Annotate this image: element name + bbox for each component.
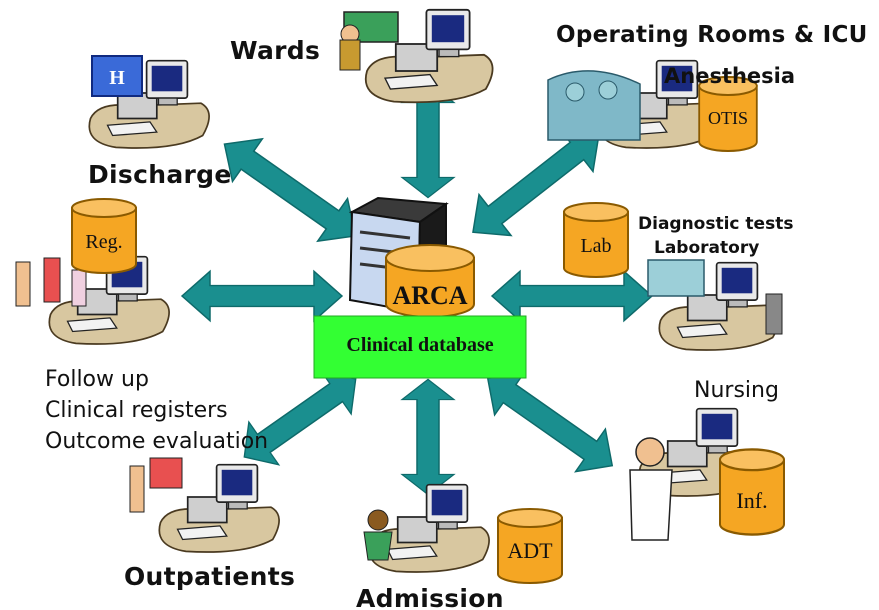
inf-database-cylinder: Inf. [718, 448, 786, 536]
inf-label: Inf. [736, 488, 767, 513]
followup-line-1: Follow up [45, 367, 149, 392]
patient-bed-icon [339, 11, 399, 71]
followup-line-2: Clinical registers [45, 398, 228, 423]
lab-database-cylinder: Lab [563, 202, 629, 278]
otis-label: OTIS [708, 108, 748, 128]
discharge-label: Discharge [88, 160, 232, 189]
arrow-diagnostic [491, 270, 653, 322]
adt-database-cylinder: ADT [497, 508, 563, 584]
surgery-team-icon [547, 70, 641, 141]
arca-database-cylinder: ARCA [385, 244, 475, 318]
operating-label: Operating Rooms & ICU [556, 22, 868, 48]
nurse-icon [629, 437, 673, 541]
nursing-label: Nursing [694, 378, 779, 403]
anesthesia-label: Anesthesia [664, 64, 796, 88]
wards-label: Wards [230, 36, 321, 65]
receptionist-icon [363, 509, 393, 561]
lab-equipment-icon [647, 259, 783, 335]
adt-label: ADT [507, 538, 553, 563]
family-icon [15, 257, 87, 307]
arrow-admission [401, 378, 455, 496]
reg-database-cylinder: Reg. [71, 198, 137, 274]
arrow-followup [181, 270, 343, 322]
clinical-database-box: Clinical database [313, 315, 527, 379]
followup-line-3: Outcome evaluation [45, 429, 269, 454]
lab-label: Lab [580, 235, 611, 257]
admission-label: Admission [356, 584, 504, 610]
server-label: ARCA [392, 281, 467, 310]
hospital-sign-icon: H [91, 55, 143, 97]
reg-label: Reg. [85, 231, 122, 253]
arrow-discharge [208, 122, 372, 258]
svg-text:H: H [109, 67, 125, 89]
diagnostic-label: Diagnostic tests [638, 214, 794, 234]
patients-icon [129, 457, 183, 513]
otis-database-cylinder: OTIS [698, 76, 758, 152]
outpatients-label: Outpatients [124, 562, 296, 591]
laboratory-label: Laboratory [654, 238, 760, 258]
database-label: Clinical database [346, 334, 493, 356]
